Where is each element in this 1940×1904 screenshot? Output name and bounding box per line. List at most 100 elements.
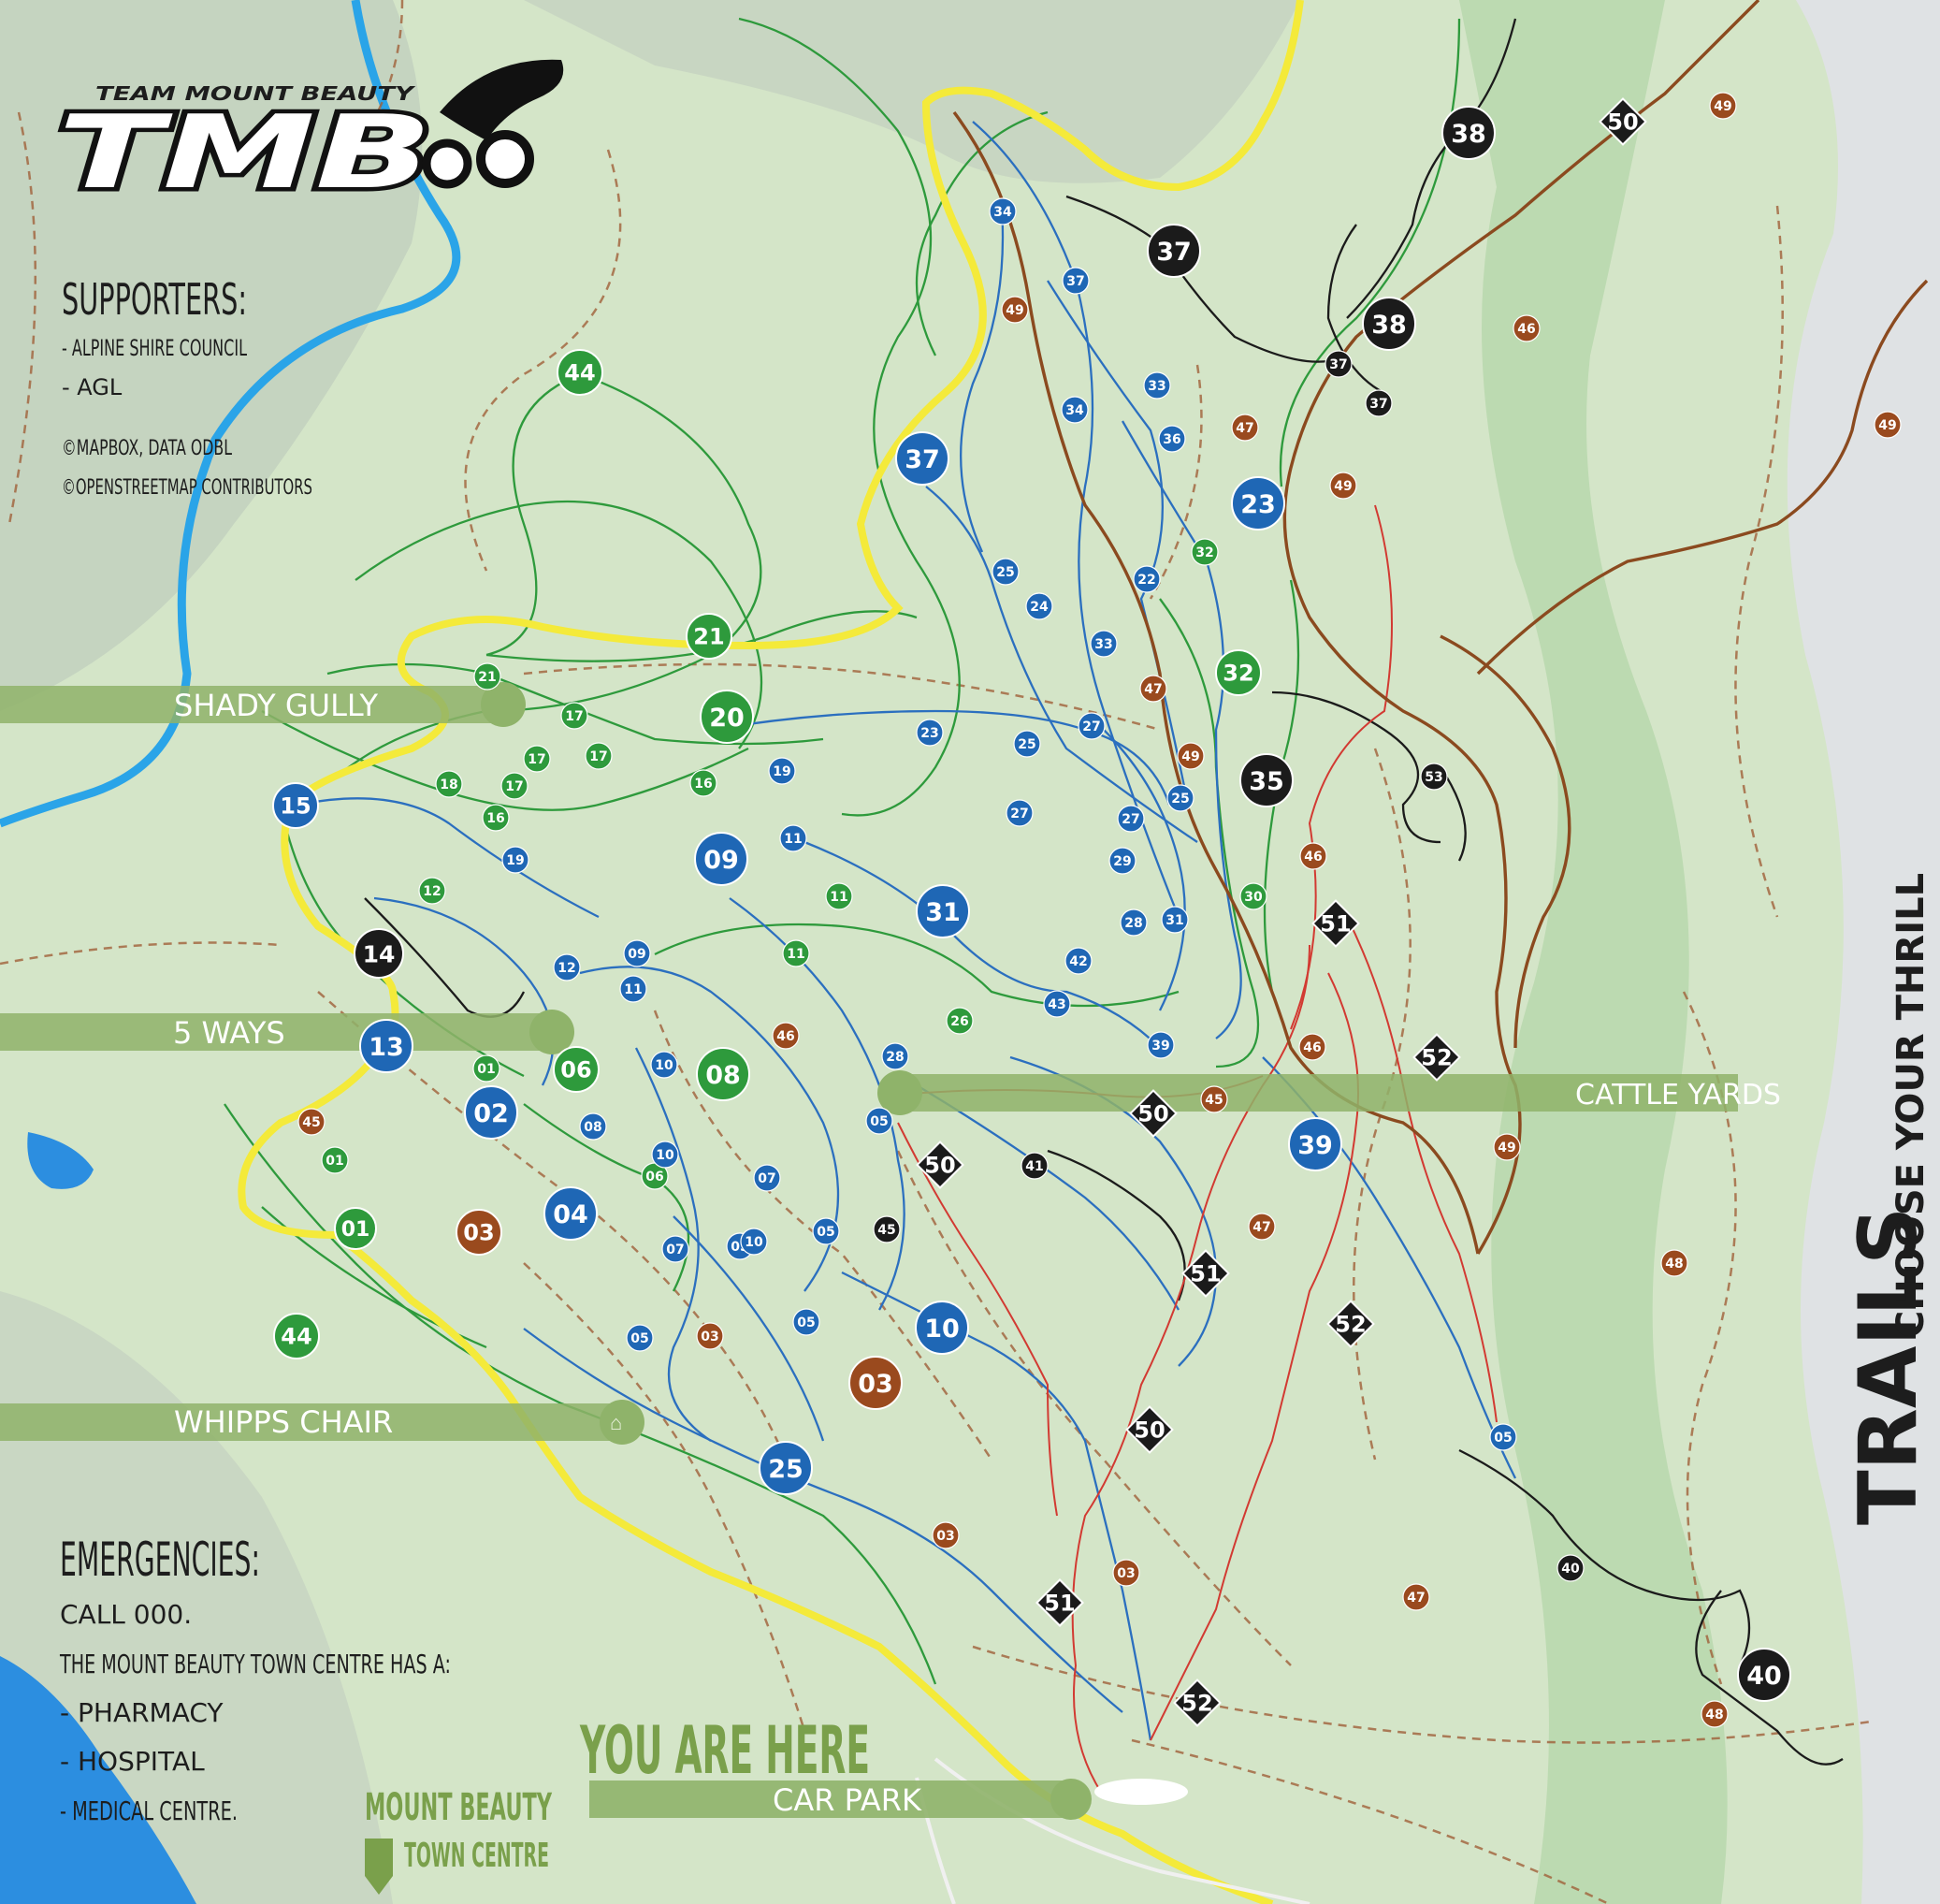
black-trail-marker-shape: [1147, 224, 1201, 278]
blue-trail-marker-shape: [1025, 592, 1053, 620]
blue-trail-number: 29: [1113, 854, 1131, 869]
black-trail-marker: 37: [1325, 350, 1353, 378]
five-ways-band: [0, 1013, 552, 1051]
blue-trail-marker: 04: [543, 1186, 598, 1241]
lake-bottom-left: [0, 1656, 196, 1904]
black-trail-marker-shape: [354, 928, 404, 979]
black-trail-number: 37: [1329, 357, 1347, 372]
brown-trail-marker-shape: [1001, 296, 1029, 324]
brown-trail-number: 46: [1304, 850, 1322, 865]
you-are-here-label: YOU ARE HERE: [579, 1712, 870, 1789]
blue-trail-number: 36: [1163, 432, 1180, 447]
black-trail-number: 53: [1425, 770, 1442, 785]
blue-trail-number: 10: [745, 1235, 763, 1250]
brown-trail-marker-shape: [1299, 842, 1327, 870]
black-trail-number: 50: [924, 1153, 955, 1179]
logo-wordmark: TMB: [58, 94, 432, 211]
black-trail-number: 51: [1190, 1261, 1221, 1287]
blue-trail-number: 25: [768, 1455, 804, 1484]
blue-trail-marker: 05: [626, 1324, 654, 1352]
green-trail-number: 16: [486, 811, 504, 826]
town-centre-label-1: MOUNT BEAUTY: [365, 1786, 553, 1829]
blue-trail-marker-shape: [553, 953, 581, 981]
blue-trail-marker: 24: [1025, 592, 1053, 620]
blue-trail-number: 13: [369, 1033, 404, 1062]
blue-trail-marker-shape: [661, 1235, 689, 1263]
terrain-grey-top: [0, 0, 1300, 183]
black-trail-marker-shape: [873, 1215, 901, 1243]
brown-trail-marker: 46: [772, 1022, 800, 1050]
blue-trail-number: 15: [280, 793, 311, 820]
black-trail-marker: 38: [1441, 106, 1496, 160]
blue-trail-marker: 08: [579, 1112, 607, 1141]
black-trail-number: 37: [1156, 238, 1192, 267]
blue-trail-marker: 15: [272, 782, 319, 829]
black-trails: [364, 18, 1844, 1766]
five-ways-marker: [529, 1010, 574, 1054]
blue-trail-marker: 10: [740, 1228, 768, 1256]
green-trail-marker-shape: [553, 1046, 600, 1093]
blue-trail-marker-shape: [916, 719, 944, 747]
brown-trail-marker: 48: [1660, 1249, 1688, 1277]
green-trail-number: 17: [505, 779, 523, 794]
brown-trail-marker: 49: [1001, 296, 1029, 324]
green-trail-marker-shape: [1191, 538, 1219, 566]
blue-trail-number: 05: [817, 1225, 834, 1240]
side-title: TRAILS CHOOSE YOUR THRILL: [1842, 873, 1935, 1525]
green-trail-marker: 16: [689, 769, 717, 797]
blue-trail-number: 08: [584, 1120, 601, 1135]
black-trail-number: 50: [1607, 109, 1638, 136]
blue-trail-number: 31: [1165, 913, 1183, 928]
blue-trail-number: 02: [473, 1099, 509, 1128]
green-trail-marker-shape: [482, 804, 510, 832]
black-trail-marker: 38: [1362, 297, 1416, 351]
brown-trail-marker-shape: [1248, 1213, 1276, 1241]
green-trail-marker-shape: [523, 745, 551, 773]
blue-trail-marker: 31: [916, 884, 970, 938]
brown-trail-marker: 49: [1329, 472, 1357, 500]
blue-trail-marker: 22: [1133, 565, 1161, 593]
brown-trail-marker: 46: [1298, 1033, 1326, 1061]
black-trail-marker-shape: [1326, 1300, 1375, 1348]
blue-trail-marker: 13: [359, 1019, 413, 1073]
supporters-panel: SUPPORTERS: - ALPINE SHIRE COUNCIL - AGL…: [62, 274, 312, 500]
black-trail-marker-shape: [1129, 1089, 1178, 1138]
brown-trail-marker-shape: [1112, 1559, 1140, 1587]
car-park-area: [1094, 1779, 1188, 1805]
black-trail-number: 35: [1249, 767, 1284, 796]
cattle-yards-marker: [877, 1070, 922, 1115]
green-trail-number: 30: [1244, 890, 1263, 905]
brown-trail-number: 03: [463, 1220, 494, 1246]
cattle-yards-band: [896, 1074, 1738, 1112]
blue-trail-number: 04: [553, 1200, 588, 1229]
brown-trail-marker-shape: [1231, 414, 1259, 442]
blue-trail-marker-shape: [759, 1441, 813, 1495]
green-trail-marker-shape: [700, 690, 754, 744]
black-trail-marker-shape: [1362, 297, 1416, 351]
blue-trail-marker-shape: [1061, 396, 1089, 424]
green-trail-marker-shape: [500, 772, 528, 800]
blue-trail-number: 22: [1137, 573, 1155, 588]
green-trail-number: 01: [477, 1062, 495, 1077]
green-trail-number: 21: [693, 624, 724, 650]
emergencies-heading: EMERGENCIES:: [60, 1533, 260, 1587]
brown-trail-marker-shape: [696, 1322, 724, 1350]
blue-trail-marker-shape: [1078, 712, 1106, 740]
brown-trail-number: 46: [1303, 1040, 1321, 1055]
blue-trail-number: 24: [1030, 600, 1049, 615]
emergency-line: - HOSPITAL: [60, 1746, 205, 1777]
blue-trail-number: 31: [925, 898, 961, 927]
place-label-cattle-yards: CATTLE YARDS: [1575, 1079, 1781, 1112]
blue-trail-marker-shape: [1117, 805, 1145, 833]
blue-trail-marker-shape: [1489, 1423, 1517, 1451]
blue-trail-marker: 23: [916, 719, 944, 747]
blue-trail-number: 39: [1297, 1131, 1333, 1160]
blue-trail-number: 37: [905, 445, 940, 474]
bike-wheel-icon-front: [476, 130, 534, 188]
blue-trail-marker: 05: [865, 1107, 893, 1135]
brown-trail-marker-shape: [1177, 742, 1205, 770]
black-trail-number: 37: [1369, 397, 1387, 412]
brown-trail-number: 48: [1665, 1257, 1683, 1272]
green-trail-marker-shape: [782, 939, 810, 967]
